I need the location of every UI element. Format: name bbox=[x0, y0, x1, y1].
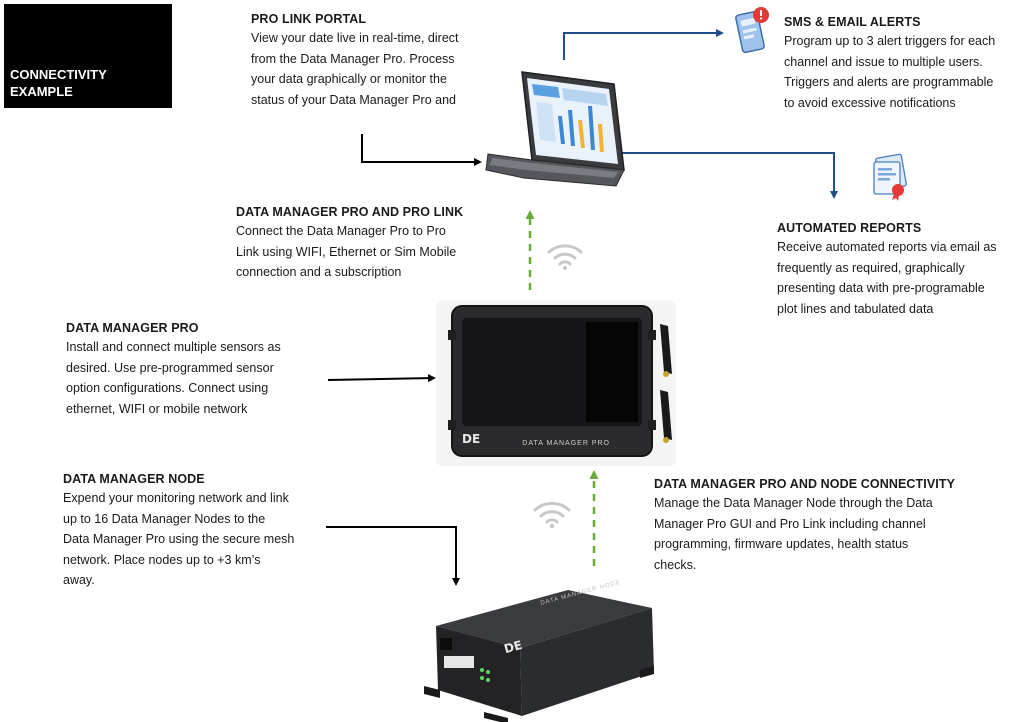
arrow-laptop-to-alerts bbox=[563, 29, 724, 60]
block-line: plot lines and tabulated data bbox=[777, 301, 934, 316]
block-line: programming, firmware updates, health st… bbox=[654, 537, 909, 551]
block-line: from the Data Manager Pro. Process bbox=[251, 51, 455, 66]
block-heading: DATA MANAGER NODE bbox=[63, 472, 205, 486]
block-line: Link using WIFI, Ethernet or Sim Mobile bbox=[236, 244, 457, 259]
block-line: Manager Pro GUI and Pro Link including c… bbox=[654, 516, 926, 531]
pro-link-portal-block: PRO LINK PORTAL View your date live in r… bbox=[251, 11, 491, 110]
arrow-laptop-to-reports bbox=[618, 152, 838, 199]
block-line: Receive automated reports via email as bbox=[777, 240, 997, 254]
block-heading: DATA MANAGER PRO bbox=[66, 321, 199, 335]
block-line: Data Manager Pro using the secure mesh bbox=[63, 532, 295, 546]
block-line: checks. bbox=[654, 557, 697, 572]
block-line: channel and issue to multiple users. bbox=[784, 54, 983, 69]
pro-and-pro-link-block: DATA MANAGER PRO AND PRO LINK Connect th… bbox=[236, 204, 486, 283]
report-document-icon bbox=[873, 153, 907, 201]
automated-reports-block: AUTOMATED REPORTS Receive automated repo… bbox=[777, 220, 1021, 319]
wifi-icon bbox=[547, 244, 583, 270]
arrow-portal-to-laptop bbox=[361, 134, 482, 166]
data-manager-pro-block: DATA MANAGER PRO Install and connect mul… bbox=[66, 320, 316, 419]
laptop-icon bbox=[485, 71, 625, 187]
data-manager-pro-device bbox=[436, 300, 676, 466]
badge-line-1: CONNECTIVITY bbox=[10, 67, 107, 82]
sms-email-alerts-block: SMS & EMAIL ALERTS Program up to 3 alert… bbox=[784, 14, 1020, 113]
wifi-icon bbox=[533, 501, 571, 529]
block-line: Connect the Data Manager Pro to Pro bbox=[236, 224, 446, 238]
block-line: Program up to 3 alert triggers for each bbox=[784, 34, 996, 48]
data-manager-node-device bbox=[424, 590, 654, 722]
block-line: option configurations. Connect using bbox=[66, 381, 269, 395]
block-heading: DATA MANAGER PRO AND NODE CONNECTIVITY bbox=[654, 477, 956, 491]
data-manager-node-block: DATA MANAGER NODE Expend your monitoring… bbox=[63, 471, 323, 591]
block-line: desired. Use pre-programmed sensor bbox=[66, 360, 274, 375]
block-line: Manage the Data Manager Node through the… bbox=[654, 496, 933, 510]
block-line: network. Place nodes up to +3 km’s bbox=[63, 552, 261, 567]
pro-device-label: DATA MANAGER PRO bbox=[522, 440, 610, 447]
block-heading: PRO LINK PORTAL bbox=[251, 12, 367, 26]
pro-and-node-connectivity-block: DATA MANAGER PRO AND NODE CONNECTIVITY M… bbox=[654, 476, 974, 575]
block-line: Expend your monitoring network and link bbox=[63, 491, 289, 505]
pro-device-logo: DE bbox=[462, 432, 481, 446]
alert-phone-icon bbox=[735, 7, 769, 54]
block-line: frequently as required, graphically bbox=[777, 260, 965, 275]
block-line: ethernet, WIFI or mobile network bbox=[66, 401, 248, 416]
block-line: connection and a subscription bbox=[236, 265, 402, 279]
block-line: your data graphically or monitor the bbox=[251, 72, 447, 86]
block-line: View your date live in real-time, direct bbox=[251, 31, 459, 45]
block-line: status of your Data Manager Pro and bbox=[251, 92, 456, 107]
block-line: presenting data with pre-programable bbox=[777, 281, 985, 295]
block-line: to avoid excessive notifications bbox=[784, 95, 956, 110]
block-heading: AUTOMATED REPORTS bbox=[777, 221, 922, 235]
badge-line-2: EXAMPLE bbox=[10, 84, 73, 99]
block-heading: SMS & EMAIL ALERTS bbox=[784, 15, 921, 29]
block-heading: DATA MANAGER PRO AND PRO LINK bbox=[236, 205, 464, 219]
block-line: up to 16 Data Manager Nodes to the bbox=[63, 511, 266, 526]
block-line: away. bbox=[63, 573, 95, 587]
block-line: Triggers and alerts are programmable bbox=[784, 75, 994, 89]
arrow-node-text-to-device bbox=[326, 526, 460, 586]
arrow-pro-text-to-device bbox=[327, 374, 436, 383]
connectivity-badge: CONNECTIVITY EXAMPLE bbox=[4, 4, 172, 108]
block-line: Install and connect multiple sensors as bbox=[66, 340, 281, 354]
